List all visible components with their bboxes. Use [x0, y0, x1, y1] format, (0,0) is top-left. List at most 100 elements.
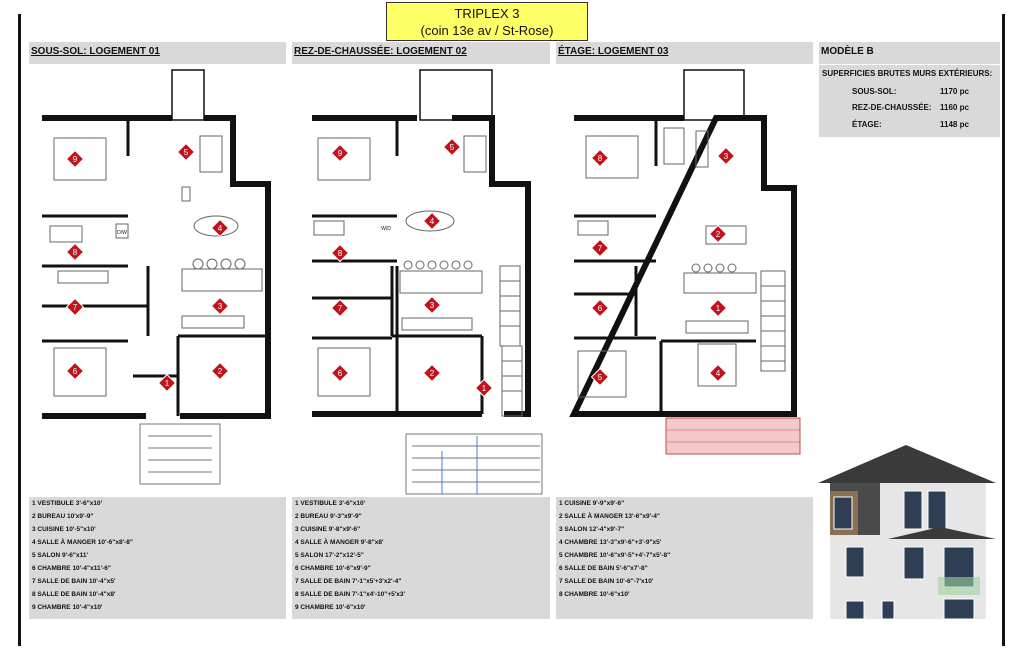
roof: [818, 445, 996, 483]
legend-item: 4 SALLE À MANGER 9'-8"x8': [295, 539, 384, 546]
legend-item: 9 CHAMBRE 10'-6"x10': [295, 604, 366, 611]
area-value: 1160 pc: [940, 103, 969, 112]
room-number-1: 1: [482, 384, 487, 393]
room-number-9: 9: [73, 155, 78, 164]
room-number-9: 9: [338, 149, 343, 158]
area-label: ÉTAGE:: [852, 120, 882, 129]
header-sous-sol-text: SOUS-SOL: LOGEMENT 01: [31, 46, 160, 57]
legend-item: 3 CUISINE 9'-8"x9'-6": [295, 526, 361, 533]
legend-item: 7 SALLE DE BAIN 10'-4"x5': [32, 578, 116, 585]
floor-plan-rez-de-chaussee: 1 2 3 4 5 6 7 8 9 W/D: [312, 69, 543, 495]
header-modele: MODÈLE B: [819, 42, 1000, 64]
room-marker-8: [65, 242, 85, 262]
room-marker-6: [330, 363, 350, 383]
room-marker-7: [330, 298, 350, 318]
room-number-8: 8: [598, 154, 603, 163]
room-marker-3: [716, 146, 736, 166]
room-number-6: 6: [338, 369, 343, 378]
room-number-5: 5: [450, 143, 455, 152]
washer-label: D/W: [117, 230, 127, 236]
room-number-8: 8: [73, 248, 78, 257]
room-marker-8: [590, 148, 610, 168]
room-number-7: 7: [73, 303, 78, 312]
room-number-1: 1: [165, 379, 170, 388]
room-marker-6: [65, 361, 85, 381]
room-number-3: 3: [724, 152, 729, 161]
room-marker-9: [65, 149, 85, 169]
areas-panel: SUPERFICIES BRUTES MURS EXTÉRIEURS: SOUS…: [819, 65, 1000, 137]
left-border-line: [18, 14, 21, 646]
legend-item: 9 CHAMBRE 10'-4"x10': [32, 604, 103, 611]
floor-plan-sous-sol: 1 2 3 4 5 6 7 8 9 D/W: [42, 69, 271, 485]
area-label: REZ-DE-CHAUSSÉE:: [852, 103, 932, 112]
room-marker-1: [474, 378, 494, 398]
room-marker-1: [708, 298, 728, 318]
room-number-4: 4: [218, 224, 223, 233]
room-number-6: 6: [73, 367, 78, 376]
room-marker-5: [442, 137, 462, 157]
room-number-7: 7: [338, 304, 343, 313]
house-rendering: [818, 445, 996, 620]
room-number-5: 5: [184, 148, 189, 157]
brick-patio: [665, 417, 801, 455]
legend-item: 8 CHAMBRE 10'-6"x10': [559, 591, 630, 598]
room-number-1: 1: [716, 304, 721, 313]
room-marker-4: [422, 211, 442, 231]
legend-item: 5 CHAMBRE 10'-6"x9'-5"+4'-7"x5'-8": [559, 552, 671, 559]
legend-item: 5 SALON 17'-2"x12'-5": [295, 552, 364, 559]
legend-item: 1 VESTIBULE 3'-6"x10': [32, 500, 103, 507]
areas-title: SUPERFICIES BRUTES MURS EXTÉRIEURS:: [822, 69, 993, 78]
legend-item: 2 BUREAU 9'-3"x9'-9": [295, 513, 362, 520]
header-modele-text: MODÈLE B: [821, 46, 874, 57]
legend-item: 4 SALLE À MANGER 10'-6"x8'-8": [32, 539, 134, 546]
header-rez-text: REZ-DE-CHAUSSÉE: LOGEMENT 02: [294, 46, 467, 57]
room-marker-7: [65, 297, 85, 317]
legend-item: 6 SALLE DE BAIN 5'-6"x7'-8": [559, 565, 648, 572]
room-number-3: 3: [430, 301, 435, 310]
room-marker-8: [330, 243, 350, 263]
legend-item: 6 CHAMBRE 10'-4"x11'-6": [32, 565, 111, 572]
room-number-7: 7: [598, 244, 603, 253]
room-number-5: 5: [598, 373, 603, 382]
area-value: 1148 pc: [940, 120, 969, 129]
room-marker-4: [708, 363, 728, 383]
title-box: TRIPLEX 3 (coin 13e av / St-Rose): [386, 2, 588, 41]
legend-item: 1 VESTIBULE 3'-6"x10': [295, 500, 366, 507]
room-marker-2: [422, 363, 442, 383]
laundry-label: W/D: [381, 226, 391, 232]
header-sous-sol: SOUS-SOL: LOGEMENT 01: [29, 42, 286, 64]
room-marker-3: [422, 295, 442, 315]
room-marker-4: [210, 218, 230, 238]
legend-item: 2 BUREAU 10'x9'-9": [32, 513, 94, 520]
floor-plan-etage: 1 2 3 4 5 6 7 8: [569, 69, 801, 455]
room-marker-2: [210, 361, 230, 381]
room-number-2: 2: [430, 369, 435, 378]
legend-etage: 1 CUISINE 9'-9"x9'-6" 2 SALLE À MANGER 1…: [556, 497, 813, 619]
header-etage-text: ÉTAGE: LOGEMENT 03: [558, 46, 669, 57]
header-rez-de-chaussee: REZ-DE-CHAUSSÉE: LOGEMENT 02: [292, 42, 550, 64]
room-marker-7: [590, 238, 610, 258]
legend-item: 7 SALLE DE BAIN 10'-6"-7'x10': [559, 578, 654, 585]
title-line-2: (coin 13e av / St-Rose): [420, 23, 554, 38]
legend-rez-de-chaussee: 1 VESTIBULE 3'-6"x10' 2 BUREAU 9'-3"x9'-…: [292, 497, 550, 619]
legend-item: 2 SALLE À MANGER 13'-6"x9'-4": [559, 513, 661, 520]
room-number-8: 8: [338, 249, 343, 258]
header-etage: ÉTAGE: LOGEMENT 03: [556, 42, 813, 64]
area-label: SOUS-SOL:: [852, 87, 897, 96]
area-value: 1170 pc: [940, 87, 969, 96]
room-number-4: 4: [716, 369, 721, 378]
room-number-4: 4: [430, 217, 435, 226]
room-number-2: 2: [716, 230, 721, 239]
legend-item: 6 CHAMBRE 10'-6"x9'-9": [295, 565, 371, 572]
legend-item: 1 CUISINE 9'-9"x9'-6": [559, 500, 625, 507]
room-number-6: 6: [598, 304, 603, 313]
legend-item: 8 SALLE DE BAIN 10'-4"x8': [32, 591, 116, 598]
legend-item: 3 SALON 12'-4"x9'-7": [559, 526, 625, 533]
room-marker-1: [157, 373, 177, 393]
legend-item: 7 SALLE DE BAIN 7'-1"x5'+3'x2'-4": [295, 578, 402, 585]
room-marker-9: [330, 143, 350, 163]
legend-item: 8 SALLE DE BAIN 7'-1"x4'-10"+5'x3': [295, 591, 406, 598]
room-marker-3: [210, 296, 230, 316]
legend-item: 5 SALON 9'-6"x11': [32, 552, 89, 559]
room-marker-5: [590, 367, 610, 387]
